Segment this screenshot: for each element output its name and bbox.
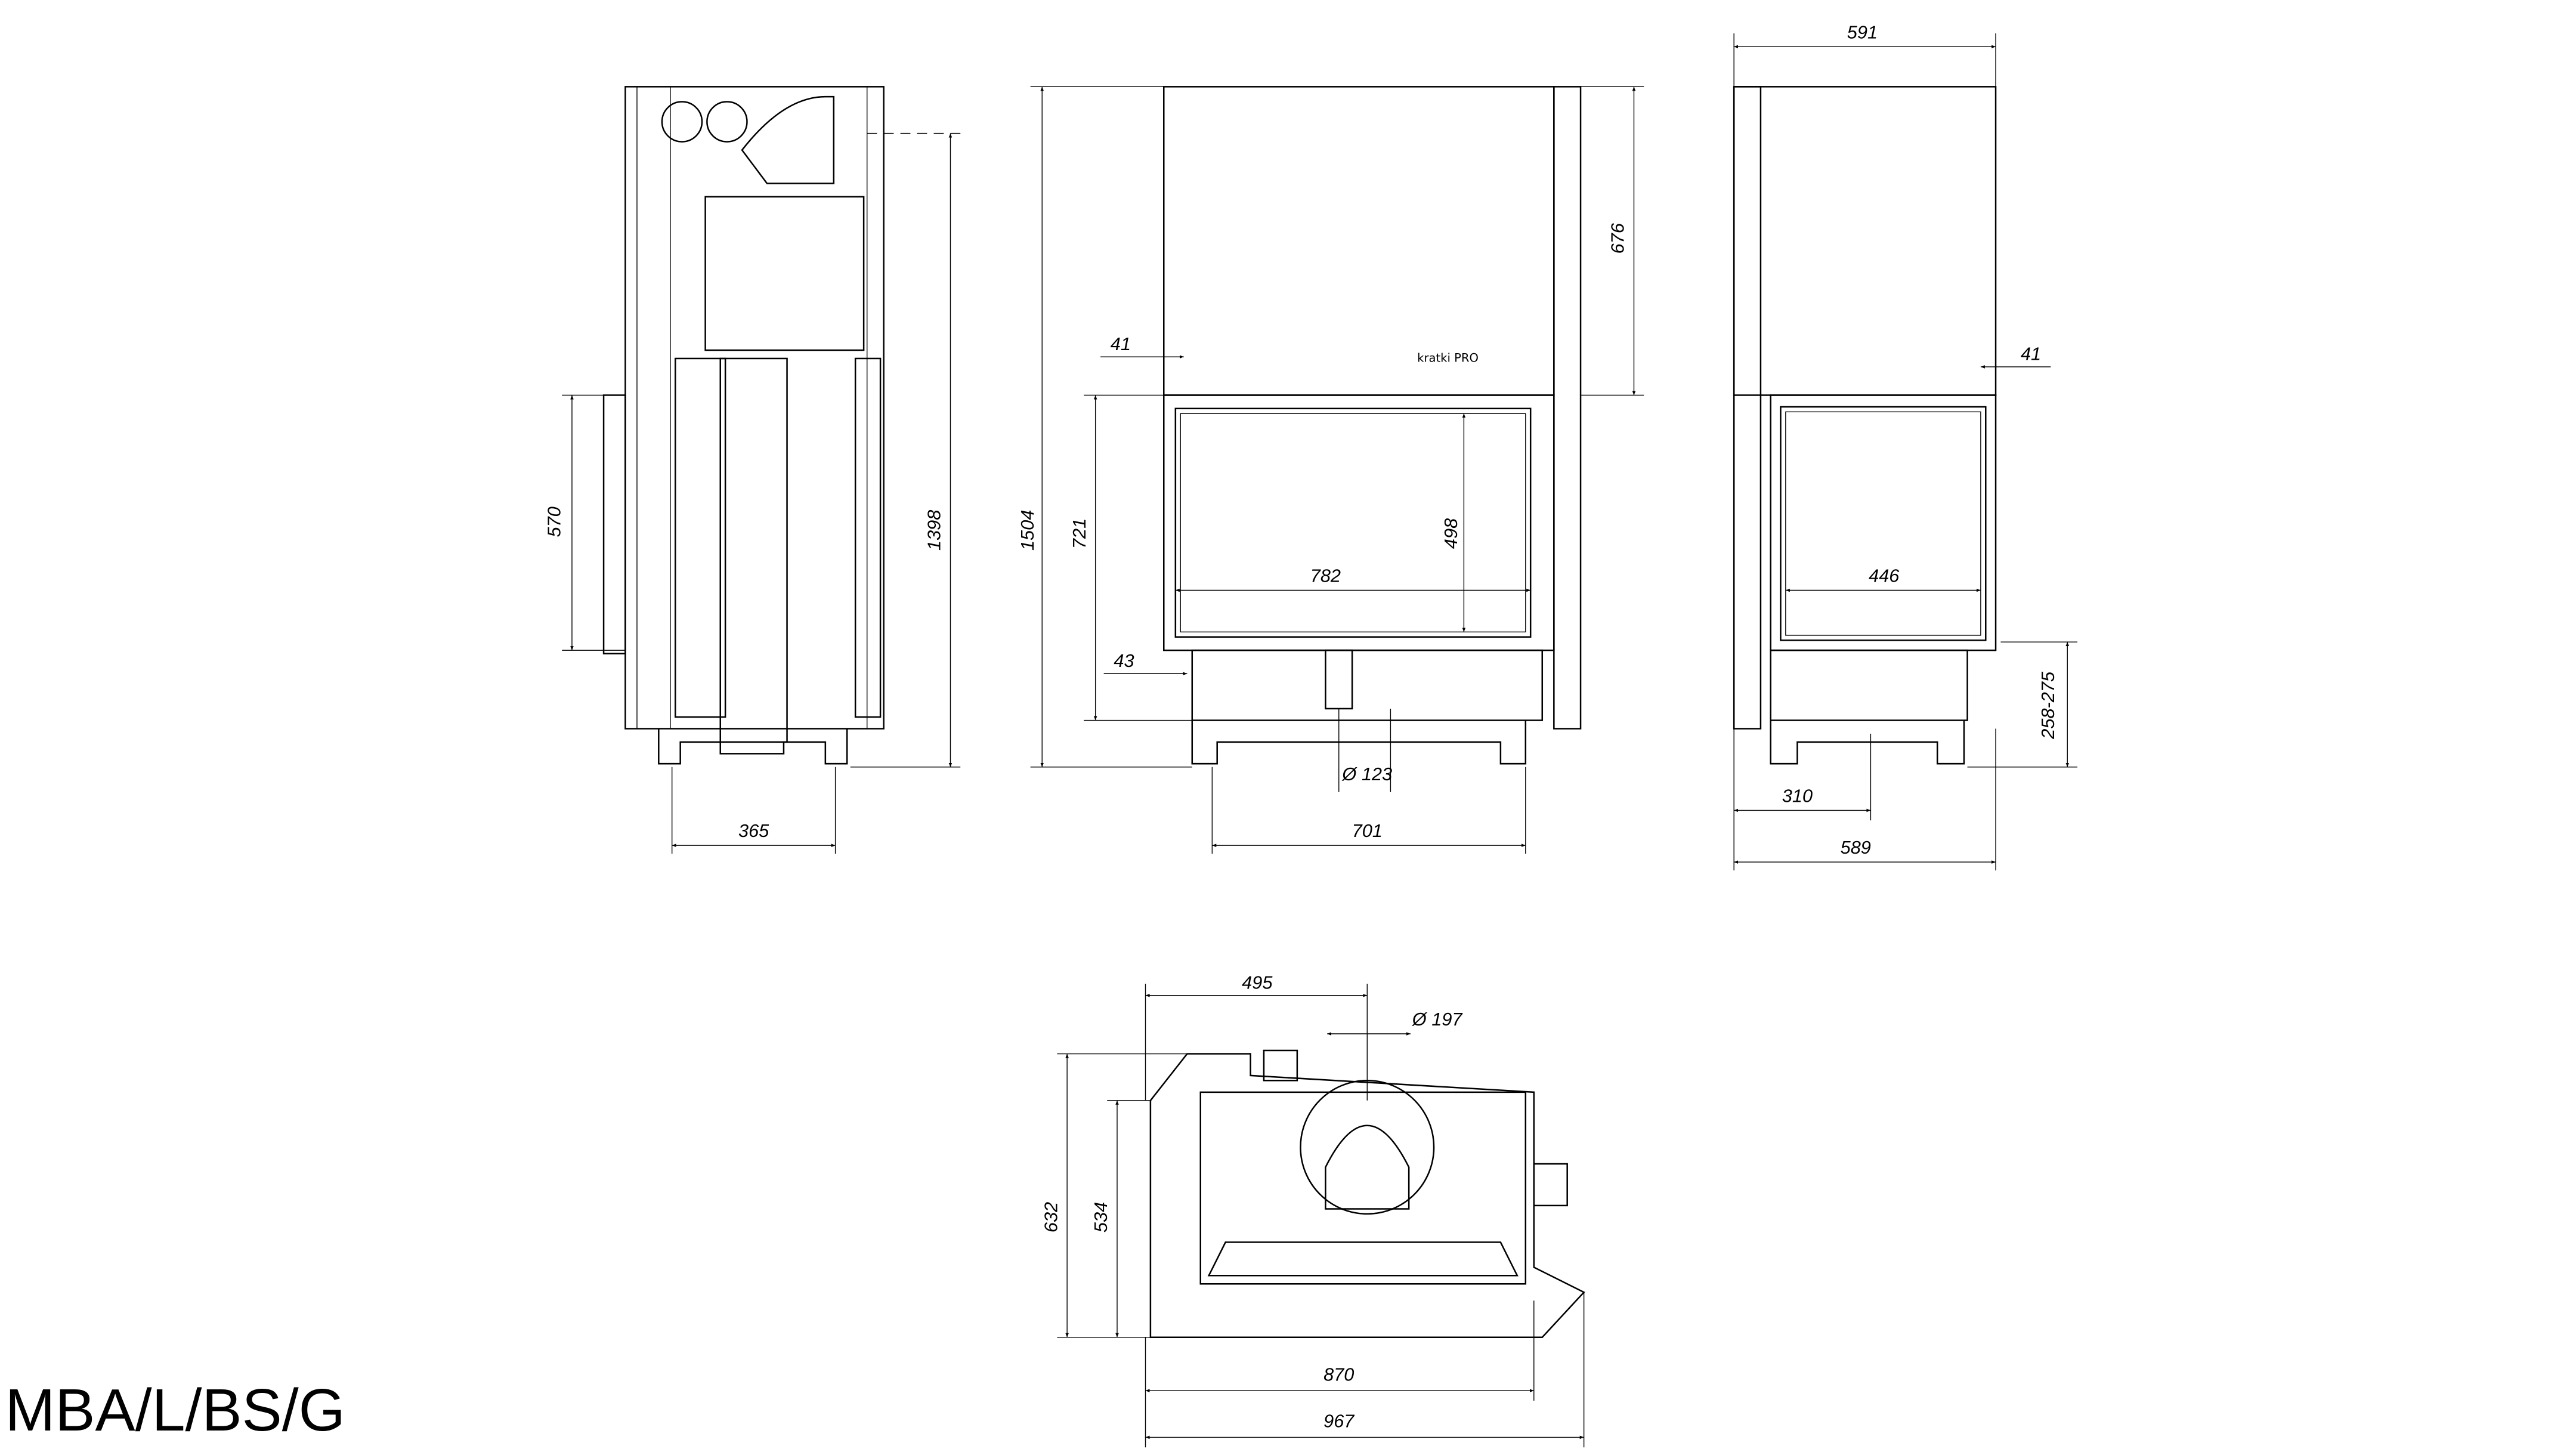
fan-icon: [706, 101, 748, 143]
top-view: 495 Ø 197 632 534 870 967: [1040, 972, 1585, 1448]
dim-diameter-123: Ø 123: [1341, 764, 1392, 784]
dim-43: 43: [1114, 650, 1134, 671]
dim-967: 967: [1323, 1411, 1355, 1432]
dim-diameter-197: Ø 197: [1412, 1009, 1464, 1030]
dim-534: 534: [1090, 1202, 1111, 1232]
dim-1398: 1398: [924, 510, 945, 551]
dim-632: 632: [1040, 1202, 1061, 1232]
dim-591: 591: [1847, 21, 1878, 42]
dim-676: 676: [1607, 223, 1628, 254]
dim-570: 570: [543, 506, 564, 537]
dim-41: 41: [1111, 333, 1131, 354]
dim-41-right: 41: [2021, 344, 2041, 364]
dim-258-275: 258-275: [2037, 671, 2058, 740]
dim-721: 721: [1069, 518, 1090, 549]
dim-365: 365: [738, 820, 769, 841]
dim-498: 498: [1440, 518, 1461, 549]
dim-446: 446: [1869, 566, 1900, 586]
front-view: kratki PRO 1504 676 721 41 43 782 498 Ø …: [1017, 86, 1644, 854]
dim-870: 870: [1323, 1364, 1354, 1385]
fan-icon: [661, 101, 703, 143]
dim-701: 701: [1352, 820, 1383, 841]
dim-1504: 1504: [1017, 510, 1038, 551]
right-view: 591 41 446 258-275 310 589: [1733, 21, 2078, 871]
model-title: MBA/L/BS/G: [5, 1377, 345, 1444]
dim-782: 782: [1310, 566, 1341, 586]
brand-logo: kratki PRO: [1417, 351, 1479, 365]
side-view: 570 1398 365: [543, 86, 961, 854]
dim-310: 310: [1782, 785, 1813, 806]
dim-589: 589: [1841, 837, 1871, 858]
dim-495: 495: [1242, 972, 1273, 993]
